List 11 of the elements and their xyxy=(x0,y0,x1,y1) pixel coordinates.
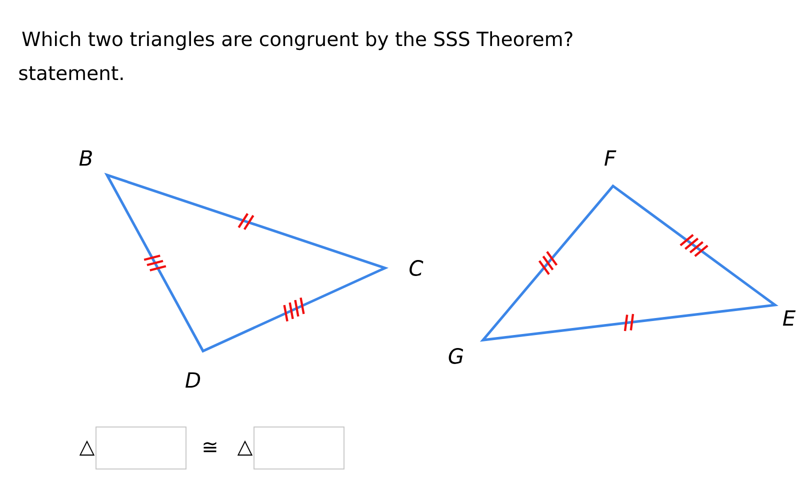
triangle-symbol: △ xyxy=(79,440,95,456)
vertex-label: D xyxy=(185,372,200,388)
vertex-label: G xyxy=(448,348,464,364)
vertex-label: C xyxy=(410,260,424,276)
triangle-symbol: △ xyxy=(237,440,253,456)
question-text: Which two triangles are congruent by the SSS Theorem? xyxy=(22,31,572,50)
vertex-label: F xyxy=(604,150,616,166)
congruence-symbol: ≅ xyxy=(204,442,216,452)
question-text: statement. xyxy=(19,66,123,80)
vertex-label: E xyxy=(782,310,796,326)
vertex-label: B xyxy=(79,150,92,166)
